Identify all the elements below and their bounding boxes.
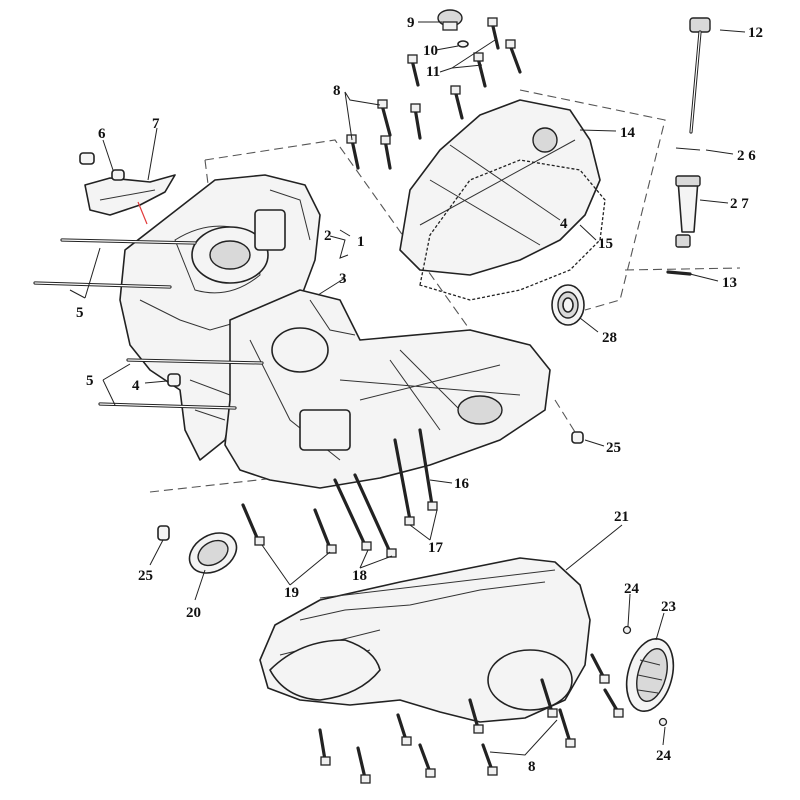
callout-4-right: 4	[560, 216, 568, 232]
dowel-4	[167, 373, 181, 387]
guide-dowel-right	[554, 399, 581, 441]
callout-11: 11	[426, 64, 440, 80]
drain-plug-9	[437, 9, 463, 31]
callout-20: 20	[186, 605, 201, 621]
callout-26: 2 6	[737, 148, 756, 164]
callout-18: 18	[352, 568, 367, 584]
callout-27: 2 7	[730, 196, 749, 212]
callout-labels: 1 2 3 4 4 5 5 6 7 8 8 9 10 11 12 13 14 1…	[76, 15, 763, 775]
callout-5-upper: 5	[76, 305, 84, 321]
left-crankcase	[119, 174, 321, 461]
callout-4-left: 4	[132, 378, 140, 394]
callout-16: 16	[454, 476, 470, 492]
callout-28: 28	[602, 330, 617, 346]
callout-8-top: 8	[333, 83, 341, 99]
washer-10	[457, 40, 469, 48]
dowels-6	[79, 152, 125, 181]
callout-13: 13	[722, 275, 737, 291]
red-leader-line	[137, 201, 148, 225]
guide-right-cover	[519, 89, 666, 311]
bolts-19	[241, 503, 337, 554]
callout-9: 9	[407, 15, 415, 31]
callout-25-right: 25	[606, 440, 621, 456]
bolts-11	[473, 17, 522, 88]
callout-17: 17	[428, 540, 444, 556]
dowel-25-left	[157, 525, 170, 541]
callout-15: 15	[598, 236, 613, 252]
oil-seal-20	[188, 532, 238, 574]
callout-23: 23	[661, 599, 676, 615]
screws-24	[622, 625, 668, 727]
bolts-18	[333, 473, 397, 558]
callout-2: 2	[324, 228, 332, 244]
callout-10: 10	[423, 43, 438, 59]
bolts-8-top	[346, 54, 464, 170]
bolts-8-bottom	[318, 653, 624, 784]
callout-5-lower: 5	[86, 373, 94, 389]
right-crankcase	[224, 289, 551, 489]
guide-lower-left	[149, 471, 331, 493]
inspection-cap-23	[625, 638, 675, 712]
callout-8-bottom: 8	[528, 759, 536, 775]
callout-3: 3	[339, 271, 347, 287]
callout-1: 1	[357, 234, 365, 250]
left-cover-21	[259, 557, 591, 723]
callout-24-bottom: 24	[656, 748, 672, 764]
callout-12: 12	[748, 25, 763, 41]
callout-6: 6	[98, 126, 106, 142]
bolts-16-17	[393, 428, 438, 526]
long-studs	[33, 238, 264, 410]
callout-19: 19	[284, 585, 299, 601]
bolts	[241, 9, 668, 784]
oil-seal-28	[551, 284, 585, 326]
callout-14: 14	[620, 125, 636, 141]
dipstick-assembly	[666, 17, 711, 276]
callout-21: 21	[614, 509, 629, 525]
right-side-cover	[399, 99, 606, 301]
dowel-25-right	[571, 431, 584, 444]
callout-7: 7	[152, 116, 160, 132]
small-cover-7	[84, 174, 176, 216]
leader-lines	[69, 21, 746, 756]
callout-25-left: 25	[138, 568, 153, 584]
callout-24-top: 24	[624, 581, 640, 597]
guide-dipstick	[624, 267, 741, 271]
